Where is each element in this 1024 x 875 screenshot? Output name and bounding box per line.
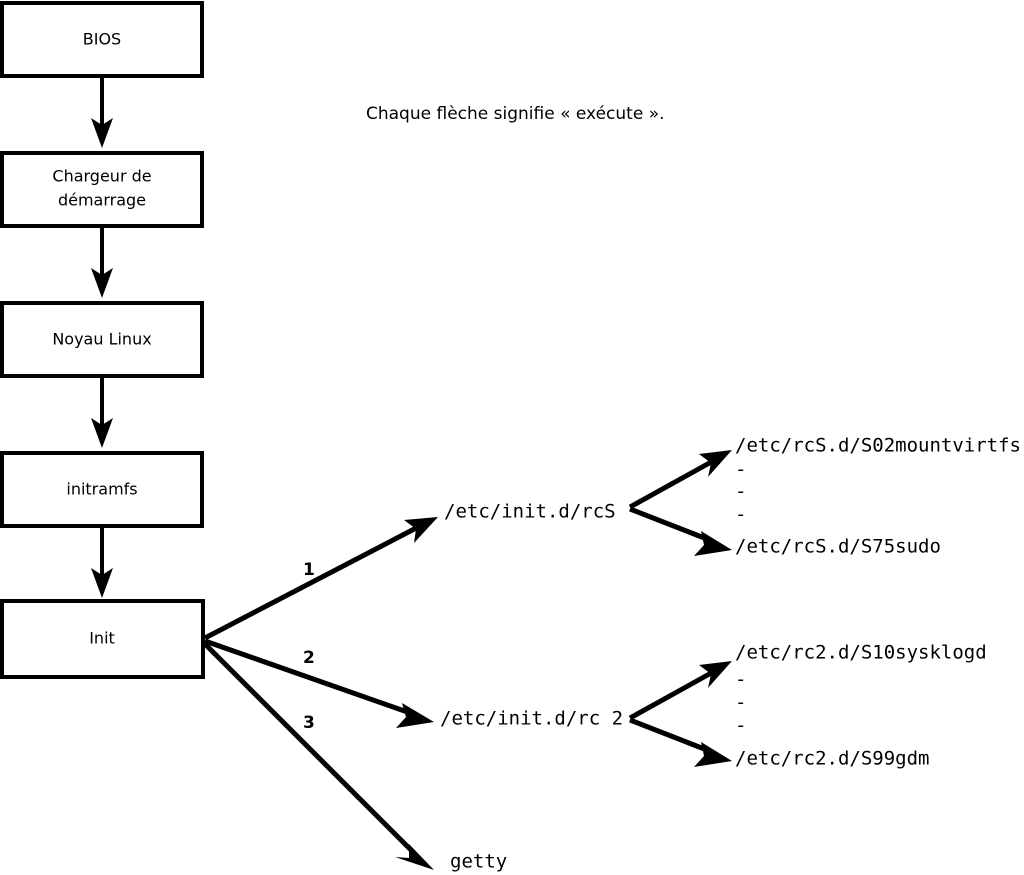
arrow-head-icon (91, 118, 113, 148)
rcs-child-first-label: /etc/rcS.d/S02mountvirtfs (735, 435, 1021, 457)
rcs-fanout-top (628, 450, 732, 510)
arrow-head-icon (91, 568, 113, 598)
rc2-ellipsis-dash-1: - (735, 669, 746, 691)
arrow-head-icon (694, 531, 732, 556)
branch-three: 3 (203, 642, 434, 870)
kernel-label: Noyau Linux (52, 330, 151, 349)
node-init: Init (0, 599, 205, 679)
init-label: Init (89, 629, 115, 648)
rcs-child-last-label: /etc/rcS.d/S75sudo (735, 536, 941, 558)
script-rc2-label: /etc/init.d/rc 2 (440, 708, 623, 730)
branch-one-shaft (203, 523, 422, 641)
branch-two: 2 (204, 638, 434, 728)
arrow-kernel-to-initramfs (91, 376, 113, 448)
arrow-head-icon (699, 661, 732, 688)
branch-number-3: 3 (303, 713, 315, 733)
arrow-head-icon (395, 844, 434, 870)
rc2-fanout-bottom (629, 717, 732, 767)
rc2-child-first-label: /etc/rc2.d/S10sysklogd (735, 642, 987, 664)
rcs-top-shaft (628, 458, 715, 510)
branch-two-shaft (204, 638, 414, 717)
bootloader-label-line1: Chargeur de (52, 167, 151, 186)
initramfs-box (0, 451, 204, 528)
bootloader-label-line2: démarrage (58, 191, 146, 210)
rc2-ellipsis-dash-3: - (735, 715, 746, 737)
branch-three-shaft (203, 642, 416, 855)
arrow-head-icon (91, 268, 113, 298)
arrow-head-icon (694, 742, 732, 767)
script-getty-label: getty (450, 851, 507, 873)
arrow-head-icon (699, 450, 732, 477)
node-bios: BIOS (0, 1, 204, 78)
bios-box (0, 1, 204, 78)
node-initramfs: initramfs (0, 451, 204, 528)
branch-one: 1 (203, 517, 438, 641)
initramfs-label: initramfs (66, 480, 137, 499)
script-rcs-label: /etc/init.d/rcS (444, 501, 616, 523)
rcs-bottom-shaft (629, 506, 713, 544)
bootloader-box (0, 151, 204, 228)
node-bootloader: Chargeur de démarrage (0, 151, 204, 228)
rc2-fanout-top (628, 661, 732, 721)
rcs-ellipsis-dash-2: - (735, 481, 746, 503)
branch-number-2: 2 (303, 648, 315, 668)
rc2-ellipsis-dash-2: - (735, 692, 746, 714)
rc2-top-shaft (628, 669, 715, 721)
arrow-head-icon (404, 517, 438, 543)
arrow-initramfs-to-init (91, 526, 113, 598)
arrow-bootloader-to-kernel (91, 226, 113, 298)
bios-label: BIOS (83, 30, 121, 49)
arrow-head-icon (396, 703, 434, 728)
rcs-ellipsis-dash-1: - (735, 459, 746, 481)
node-kernel: Noyau Linux (0, 301, 204, 378)
rc2-child-last-label: /etc/rc2.d/S99gdm (735, 748, 929, 770)
init-box (0, 599, 205, 679)
rcs-ellipsis-dash-3: - (735, 504, 746, 526)
arrow-head-icon (91, 418, 113, 448)
rc2-bottom-shaft (629, 717, 713, 755)
rcs-fanout-bottom (629, 506, 732, 556)
diagram-caption: Chaque flèche signifie « exécute ». (366, 104, 665, 124)
arrow-bios-to-bootloader (91, 76, 113, 148)
branch-number-1: 1 (303, 560, 315, 580)
